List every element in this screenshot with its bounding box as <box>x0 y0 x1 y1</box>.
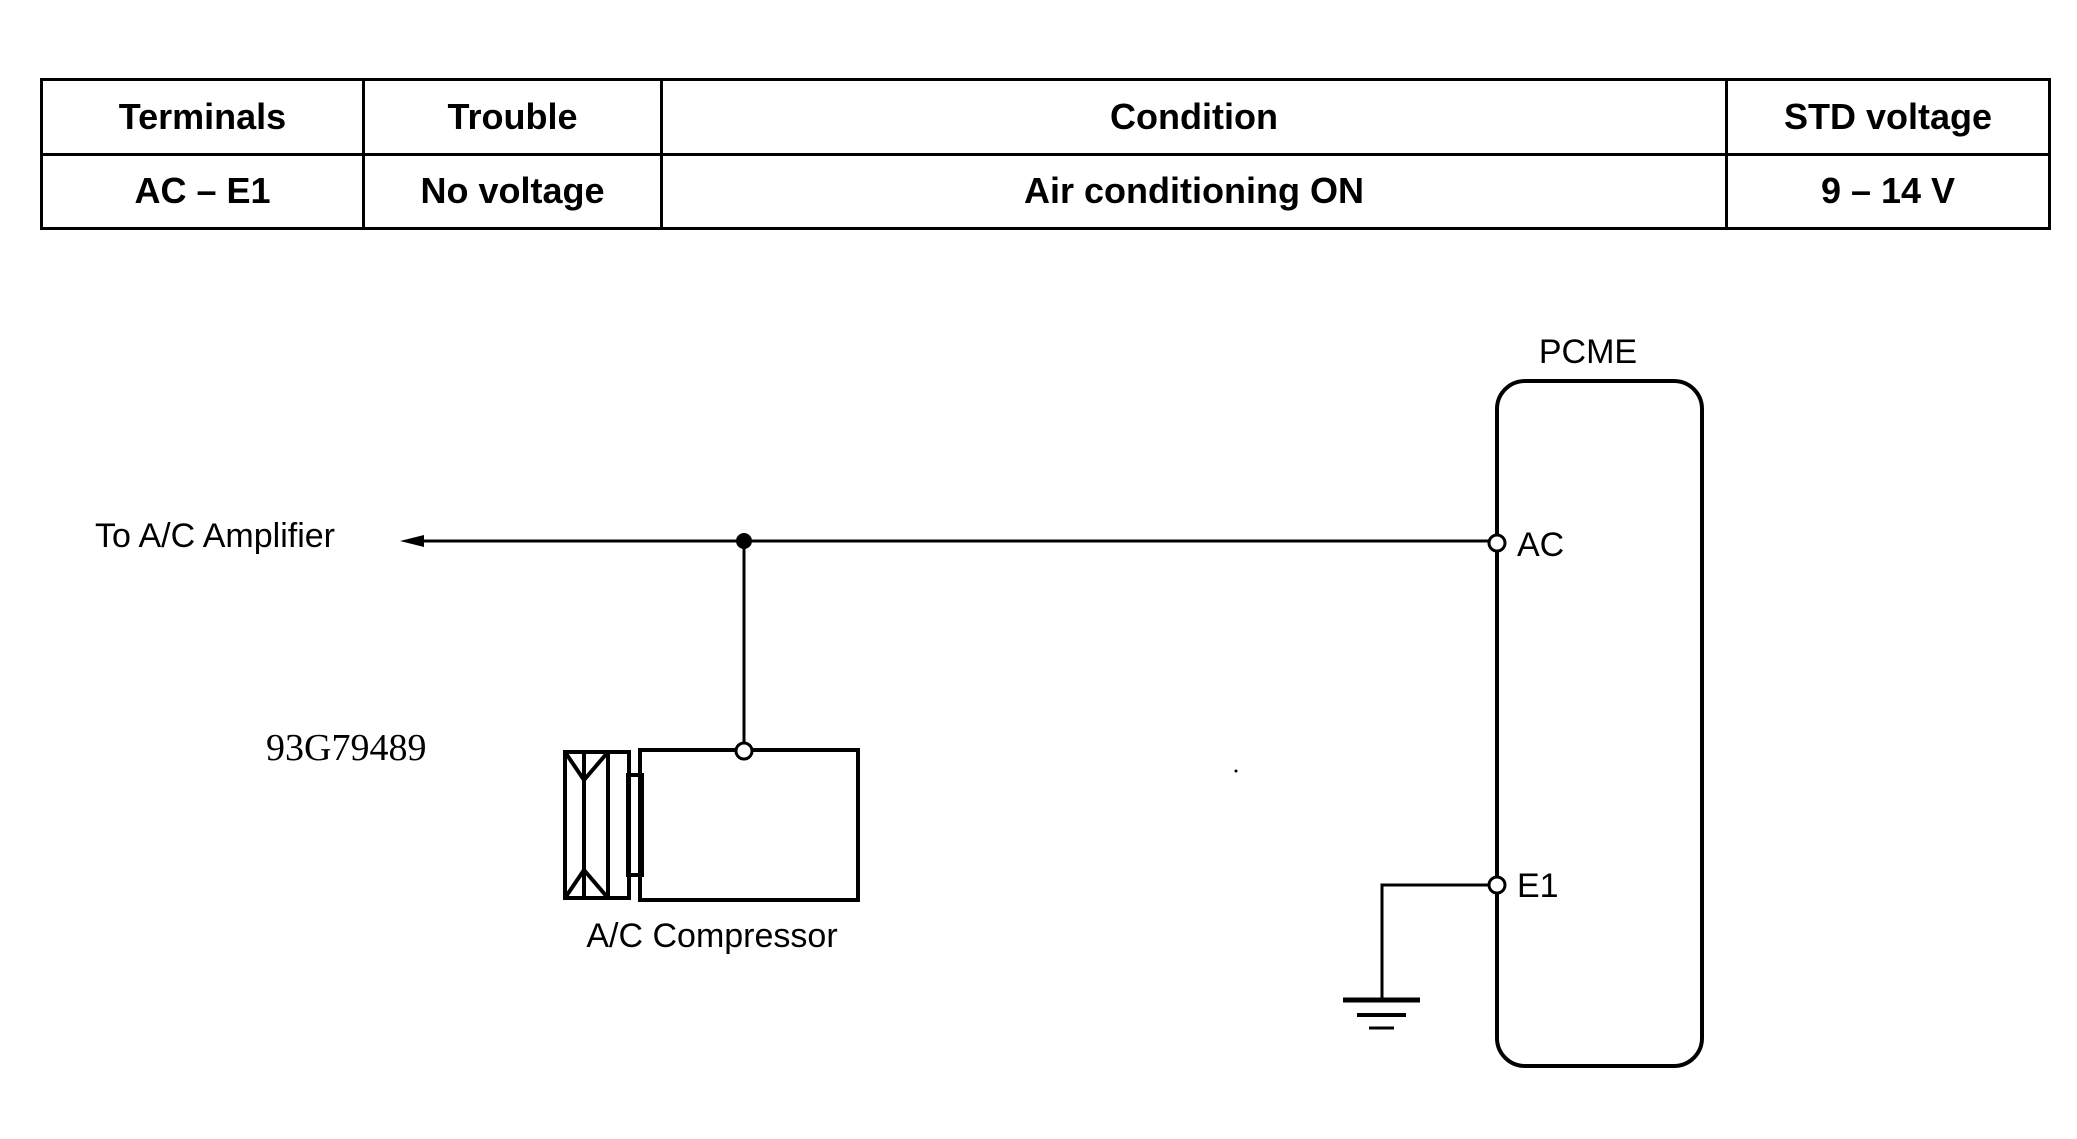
ground-icon <box>1343 997 1420 1030</box>
terminal-e1-connector <box>1487 875 1507 895</box>
cell-std-voltage: 9 – 14 V <box>1725 152 2051 230</box>
amplifier-label: To A/C Amplifier <box>95 517 335 555</box>
compressor-label: A/C Compressor <box>586 917 837 955</box>
header-terminals: Terminals <box>40 78 365 156</box>
ecu-label: PCME <box>1539 333 1637 371</box>
cell-trouble: No voltage <box>362 152 663 230</box>
terminal-e1-label: E1 <box>1517 867 1559 905</box>
arrow-left-icon <box>400 535 424 547</box>
spec-table: Terminals Trouble Condition STD voltage … <box>40 78 2051 230</box>
cell-terminals: AC – E1 <box>40 152 365 230</box>
terminal-ac-connector <box>1487 533 1507 553</box>
header-condition: Condition <box>660 78 1728 156</box>
compressor-icon <box>563 748 860 902</box>
header-std-voltage: STD voltage <box>1725 78 2051 156</box>
figure-code: 93G79489 <box>266 727 426 769</box>
compressor-connector <box>734 741 754 761</box>
table-header-row: Terminals Trouble Condition STD voltage <box>40 78 2051 156</box>
cell-condition: Air conditioning ON <box>660 152 1728 230</box>
ecu-box <box>1495 379 1704 1068</box>
table-row: AC – E1 No voltage Air conditioning ON 9… <box>40 152 2051 230</box>
header-trouble: Trouble <box>362 78 663 156</box>
terminal-ac-label: AC <box>1517 526 1564 564</box>
stray-dot <box>1234 769 1238 773</box>
ground-wire <box>1380 883 1489 1000</box>
